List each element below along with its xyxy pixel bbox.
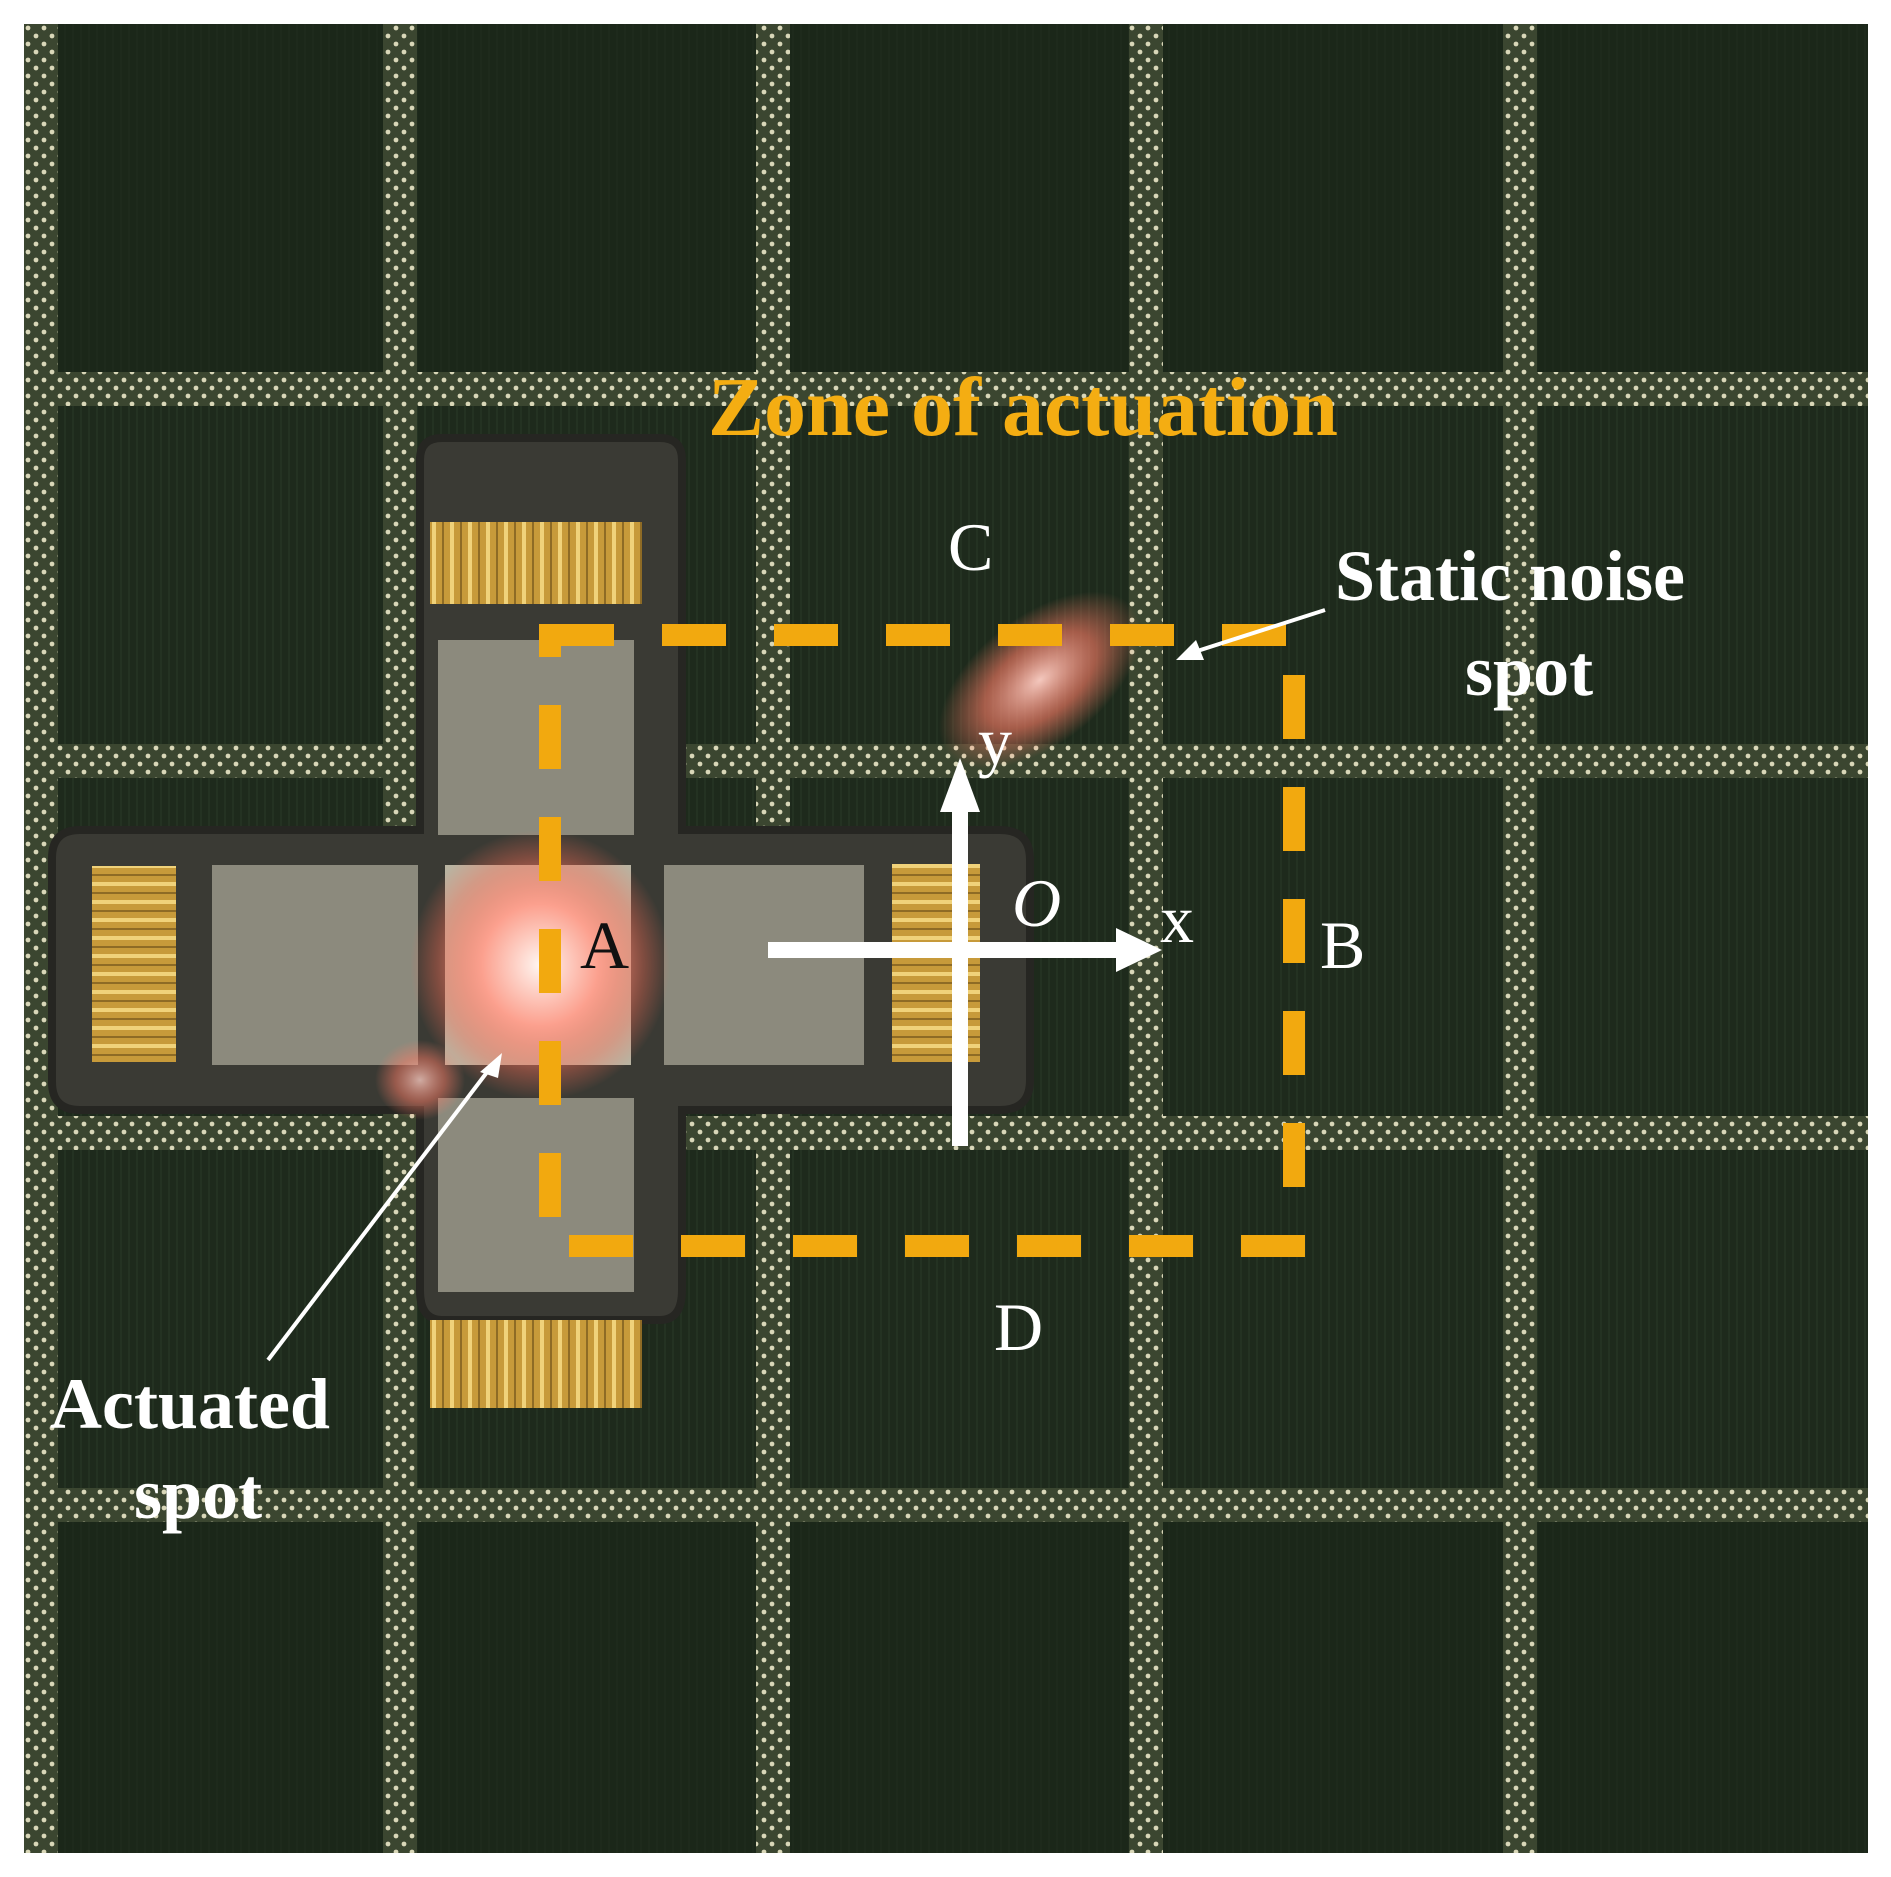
top-gold-pad [430, 522, 642, 604]
left-plate [212, 865, 418, 1065]
top-plate [438, 640, 634, 835]
left-gold-pad [92, 866, 176, 1062]
point-b-label: B [1320, 907, 1365, 983]
zone-title: Zone of actuation [708, 361, 1338, 454]
dot-stripe-row-3 [24, 1116, 1868, 1150]
actuated-glow-secondary [375, 1040, 465, 1120]
actuated-label-line-1: Actuated [50, 1364, 330, 1444]
bottom-plate [438, 1098, 634, 1292]
y-axis-arrowhead [940, 758, 980, 812]
dot-stripe-col-4 [1503, 24, 1537, 1853]
coordinate-axes [768, 758, 1162, 1146]
static-noise-pointer-head [1176, 640, 1204, 660]
static-noise-pointer-line [1187, 608, 1326, 656]
static-noise-label-line-1: Static noise [1335, 536, 1685, 616]
actuated-label-line-2: spot [134, 1454, 262, 1534]
actuated-pointer-line [266, 1061, 496, 1362]
dot-stripe-row-1 [24, 372, 1868, 406]
zone-of-actuation-frame [539, 624, 1305, 1257]
x-axis-label: x [1160, 881, 1194, 957]
static-noise-label-line-2: spot [1465, 631, 1593, 711]
y-axis-label: y [978, 703, 1012, 779]
origin-label: O [1012, 865, 1061, 941]
point-c-label: C [948, 509, 993, 585]
right-plate [664, 865, 864, 1065]
point-d-label: D [994, 1289, 1043, 1365]
x-axis-arrowhead [1116, 928, 1162, 972]
point-a-label: A [580, 907, 629, 983]
static-noise-glow [939, 591, 1141, 769]
actuated-pointer-head [480, 1053, 502, 1078]
dot-stripe-row-4 [24, 1488, 1868, 1522]
bottom-gold-pad [430, 1320, 642, 1408]
